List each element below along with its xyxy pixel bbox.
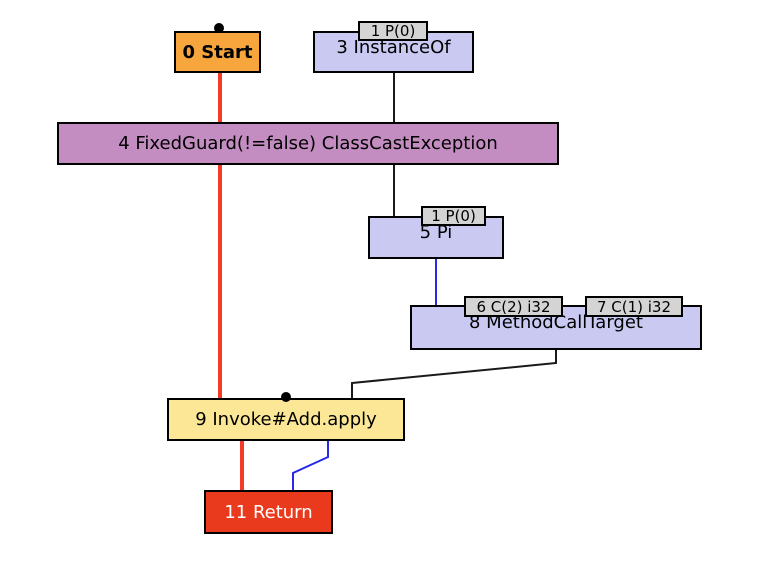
node-instanceof-label: 3 InstanceOf — [336, 36, 451, 58]
port-label-pi-p0[interactable]: 1 P(0) — [421, 206, 486, 226]
edge-value-invoke-return — [292, 438, 329, 492]
node-return-label: 11 Return — [224, 501, 313, 523]
port-label-pi-p0-text: 1 P(0) — [431, 207, 476, 225]
node-pi-label: 5 Pi — [419, 222, 453, 243]
port-label-mct-c1-text: 7 C(1) i32 — [596, 297, 672, 316]
edge-data-methodcalltarget-invoke — [351, 347, 557, 400]
port-label-mct-c1[interactable]: 7 C(1) i32 — [585, 296, 683, 317]
node-start[interactable]: 0 Start — [174, 31, 261, 73]
node-fixedguard-label: 4 FixedGuard(!=false) ClassCastException — [118, 133, 498, 154]
node-return[interactable]: 11 Return — [204, 490, 333, 534]
anchor-dot-invoke — [281, 392, 291, 402]
port-label-mct-c2[interactable]: 6 C(2) i32 — [464, 296, 563, 317]
node-start-label: 0 Start — [182, 41, 253, 63]
node-invoke-label: 9 Invoke#Add.apply — [195, 409, 377, 430]
port-label-instanceof-p0[interactable]: 1 P(0) — [358, 21, 428, 41]
node-methodcalltarget-label: 8 MethodCallTarget — [469, 312, 643, 333]
port-label-instanceof-p0-text: 1 P(0) — [370, 22, 416, 40]
port-label-mct-c2-text: 6 C(2) i32 — [476, 297, 551, 316]
node-fixedguard[interactable]: 4 FixedGuard(!=false) ClassCastException — [57, 122, 559, 165]
node-invoke[interactable]: 9 Invoke#Add.apply — [167, 398, 405, 441]
anchor-dot-start — [214, 23, 224, 33]
